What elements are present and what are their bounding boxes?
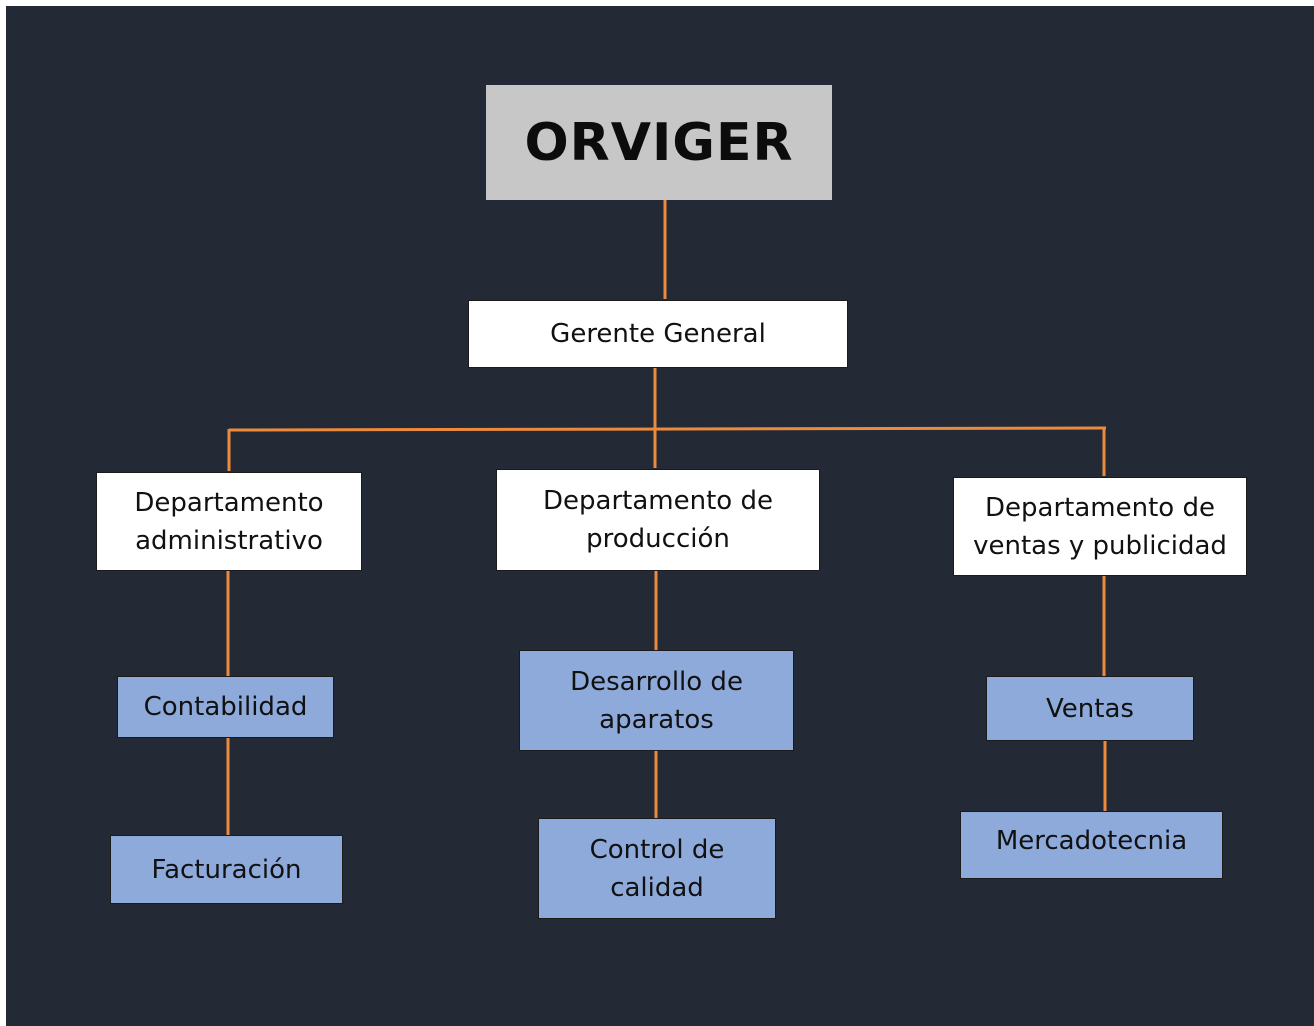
unit-box-ventas: Ventas bbox=[986, 676, 1194, 741]
company-box: ORVIGER bbox=[486, 85, 832, 200]
unit-label: Ventas bbox=[1046, 693, 1134, 724]
unit-box-facturacion: Facturación bbox=[110, 835, 343, 904]
unit-label: Desarrollo de aparatos bbox=[570, 666, 743, 735]
department-label: Departamento de ventas y publicidad bbox=[973, 492, 1227, 561]
connector-horizontal-bus bbox=[228, 426, 1107, 432]
department-label: Departamento de producción bbox=[543, 486, 773, 554]
general-manager-label: Gerente General bbox=[550, 319, 766, 349]
department-box-administrative: Departamento administrativo bbox=[96, 472, 362, 571]
general-manager-box: Gerente General bbox=[468, 300, 848, 368]
department-box-sales: Departamento de ventas y publicidad bbox=[953, 477, 1247, 576]
unit-label: Facturación bbox=[151, 854, 302, 885]
department-label: Departamento administrativo bbox=[134, 487, 324, 556]
unit-box-desarrollo: Desarrollo de aparatos bbox=[519, 650, 794, 751]
unit-box-contabilidad: Contabilidad bbox=[117, 676, 334, 738]
unit-label: Mercadotecnia bbox=[995, 826, 1188, 856]
unit-box-mercadotecnia: Mercadotecnia bbox=[960, 811, 1223, 879]
unit-box-control-calidad: Control de calidad bbox=[538, 818, 776, 919]
company-name: ORVIGER bbox=[524, 112, 794, 173]
unit-label: Contabilidad bbox=[143, 692, 308, 722]
department-box-production: Departamento de producción bbox=[496, 469, 820, 571]
unit-label: Control de calidad bbox=[589, 834, 725, 903]
